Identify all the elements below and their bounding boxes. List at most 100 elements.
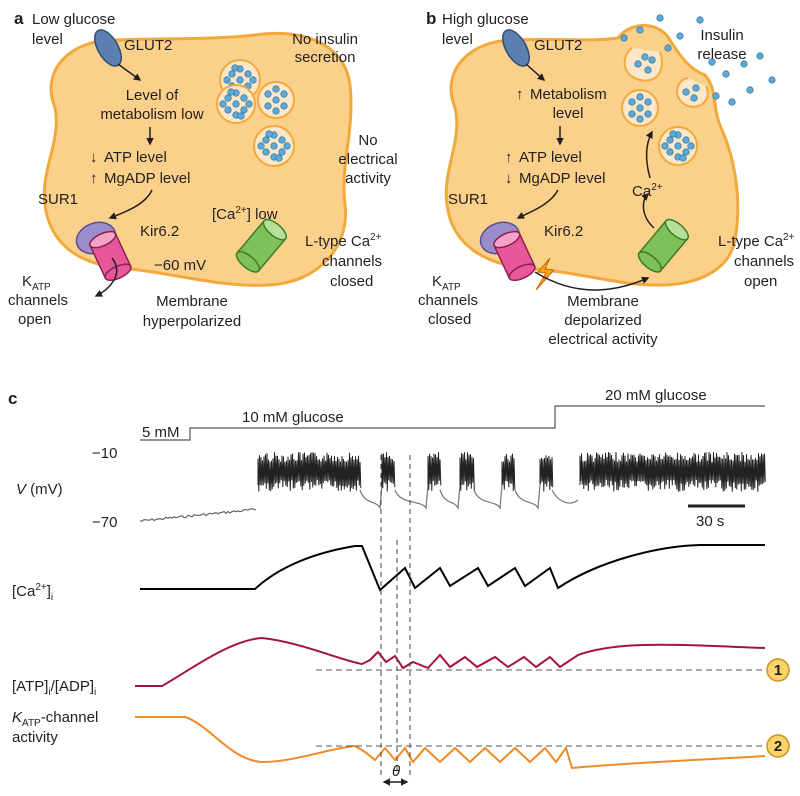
- released-insulin-granule: [676, 32, 684, 40]
- atp-level-label-b: ATP level: [519, 149, 582, 166]
- vesicles-b: [620, 14, 776, 166]
- atp-adp-ratio-label: [ATP]i/[ADP]i: [12, 678, 96, 698]
- released-insulin-granule: [696, 16, 704, 24]
- ltype-label-b3: open: [744, 273, 777, 290]
- atp-adp-ratio-trace: [135, 636, 766, 687]
- glucose-20mm-label: 20 mM glucose: [605, 387, 707, 404]
- ltype-label-b2: channels: [734, 253, 794, 270]
- vesicle-a-2: [216, 84, 256, 124]
- katp-label-b1: KATP: [432, 273, 461, 293]
- kir62-channel-icon-b: [493, 230, 536, 282]
- glucose-level-label-a2: level: [32, 31, 63, 48]
- no-electrical-label-1: No: [358, 132, 377, 149]
- metabolism-label-a2: metabolism low: [100, 106, 204, 123]
- released-insulin-granule: [756, 52, 764, 60]
- membrane-potential-trace: [140, 451, 766, 522]
- panel-c: c 5 mM 10 mM glucose 20 mM glucose −10 −…: [8, 387, 790, 786]
- lightning-bolt-icon: [535, 257, 556, 291]
- calcium-low-label: [Ca2+] low: [212, 205, 278, 223]
- kir-label-b: Kir6.2: [544, 223, 583, 240]
- released-insulin-granule: [636, 26, 644, 34]
- sur1-label-a: SUR1: [38, 191, 78, 208]
- glucose-level-label-b2: level: [442, 31, 473, 48]
- voltage-tick-top: −10: [92, 445, 117, 462]
- glut2-label-b: GLUT2: [534, 37, 582, 54]
- katp-label-a2: channels: [8, 292, 68, 309]
- panel-b-letter: b: [426, 9, 436, 28]
- glucose-level-label-b1: High glucose: [442, 11, 529, 28]
- no-insulin-label-1: No insulin: [292, 31, 358, 48]
- vesicles-a: [216, 59, 295, 167]
- mgadp-arrow-down-b: ↓: [505, 170, 513, 187]
- membrane-label-b2: depolarized: [564, 312, 642, 329]
- kir62-channel-icon-a: [89, 230, 132, 282]
- ltype-channel-icon-b: [637, 218, 690, 273]
- metabolism-label-b2: level: [553, 105, 584, 122]
- vesicle-a-4: [253, 125, 295, 167]
- threshold-badge-1: [766, 658, 790, 682]
- released-insulin-granule: [768, 76, 776, 84]
- sur1-label-b: SUR1: [448, 191, 488, 208]
- vesicle-a-3: [257, 81, 295, 119]
- released-insulin-granule: [708, 58, 716, 66]
- kir-label-a: Kir6.2: [140, 223, 179, 240]
- fusing-vesicle-1: [623, 47, 663, 82]
- mgadp-arrow-up-a: ↑: [90, 170, 98, 187]
- katp-activity-label-1: KATP-channel: [12, 709, 98, 729]
- released-insulin-granule: [620, 34, 628, 42]
- panel-a: a Low glucose level GLUT2 Level of metab…: [8, 9, 398, 330]
- ltype-channel-icon-a: [235, 218, 288, 273]
- no-insulin-label-2: secretion: [295, 49, 356, 66]
- mgadp-level-label-a: MgADP level: [104, 170, 190, 187]
- theta-label: θ: [392, 763, 400, 780]
- beta-cell-b: [444, 24, 740, 287]
- calcium-label-b: Ca2+: [632, 182, 663, 200]
- released-insulin-granule: [746, 86, 754, 94]
- glucose-10mm-label: 10 mM glucose: [242, 409, 344, 426]
- metabolism-label-b1: Metabolism: [530, 86, 607, 103]
- voltage-axis-label: V (mV): [16, 481, 63, 498]
- katp-label-b3: closed: [428, 311, 471, 328]
- fusing-vesicle-2: [676, 77, 709, 108]
- mgadp-level-label-b: MgADP level: [519, 170, 605, 187]
- glucose-level-label-a1: Low glucose: [32, 11, 115, 28]
- metabolism-label-a1: Level of: [126, 87, 179, 104]
- glucose-5mm-label: 5 mM: [142, 424, 180, 441]
- released-insulin-granule: [664, 44, 672, 52]
- threshold-badge-1-label: 1: [774, 662, 782, 679]
- released-insulin-granule: [712, 92, 720, 100]
- glut2-label-a: GLUT2: [124, 37, 172, 54]
- no-electrical-label-2: electrical: [338, 151, 397, 168]
- membrane-label-b1: Membrane: [567, 293, 639, 310]
- membrane-label-b3: electrical activity: [548, 331, 658, 348]
- membrane-label-a2: hyperpolarized: [143, 313, 241, 330]
- vesicle-b-1: [621, 89, 659, 127]
- panel-a-letter: a: [14, 9, 24, 28]
- released-insulin-granule: [656, 14, 664, 22]
- calcium-trace-label: [Ca2+]i: [12, 582, 53, 603]
- atp-level-label-a: ATP level: [104, 149, 167, 166]
- katp-activity-trace: [135, 716, 766, 770]
- ltype-label-a2: channels: [322, 253, 382, 270]
- released-insulin-granule: [728, 98, 736, 106]
- katp-label-b2: channels: [418, 292, 478, 309]
- panel-b: b High glucose level GLUT2 ↑ Metabolism …: [418, 9, 795, 348]
- ltype-label-a1: L-type Ca2+: [305, 232, 382, 250]
- katp-label-a3: open: [18, 311, 51, 328]
- released-insulin-granule: [740, 60, 748, 68]
- scale-bar-label: 30 s: [696, 513, 724, 530]
- no-electrical-label-3: activity: [345, 170, 391, 187]
- atp-arrow-up-b: ↑: [505, 149, 513, 166]
- katp-label-a1: KATP: [22, 273, 51, 293]
- glut2-transporter-icon-b: [502, 29, 530, 67]
- katp-activity-label-2: activity: [12, 729, 58, 746]
- metabolism-arrow-up-b: ↑: [516, 86, 524, 103]
- panel-c-letter: c: [8, 389, 17, 408]
- insulin-release-label-1: Insulin: [700, 27, 743, 44]
- voltage-tick-bottom: −70: [92, 514, 117, 531]
- threshold-badge-2: [766, 734, 790, 758]
- ltype-label-a3: closed: [330, 273, 373, 290]
- ltype-label-b1: L-type Ca2+: [718, 232, 795, 250]
- membrane-voltage-a: −60 mV: [154, 257, 206, 274]
